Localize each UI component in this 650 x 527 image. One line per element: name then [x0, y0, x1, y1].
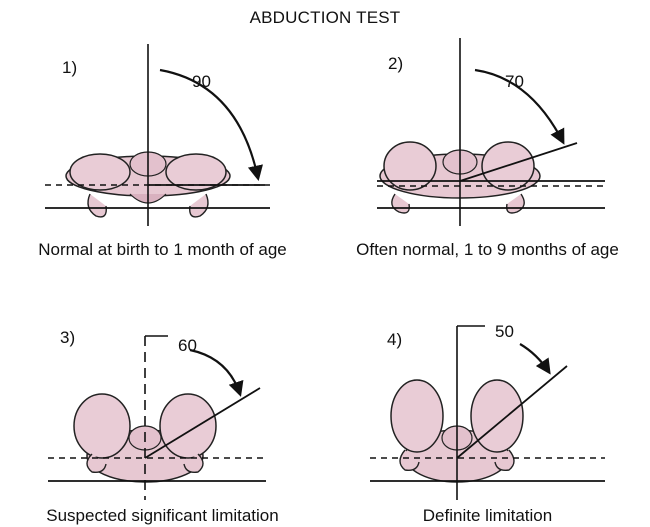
panel-caption: Often normal, 1 to 9 months of age — [325, 240, 650, 260]
angle-value: 90 — [192, 72, 211, 92]
panel-number: 1) — [62, 58, 77, 78]
angle-value: 70 — [505, 72, 524, 92]
panel-1: 1) 90 Normal at birth to 1 month of age — [0, 26, 325, 276]
panel-caption: Normal at birth to 1 month of age — [0, 240, 325, 260]
diagram-title: ABDUCTION TEST — [0, 8, 650, 28]
angle-value: 60 — [178, 336, 197, 356]
panel-number: 3) — [60, 328, 75, 348]
angle-value: 50 — [495, 322, 514, 342]
panel-4: 4) 50 Definite limitation — [325, 276, 650, 526]
panel-1-illustration — [0, 26, 325, 276]
angle-arc-arrow — [190, 350, 240, 394]
panel-caption: Definite limitation — [325, 506, 650, 526]
panel-4-illustration — [325, 276, 650, 526]
angle-arc-arrow — [520, 344, 549, 372]
panel-number: 4) — [387, 330, 402, 350]
panel-number: 2) — [388, 54, 403, 74]
panel-2-illustration — [325, 26, 650, 276]
panel-caption: Suspected significant limitation — [0, 506, 325, 526]
panel-2: 2) 70 Often normal, 1 to 9 months of age — [325, 26, 650, 276]
panel-3: 3) 60 Suspected significant limitation — [0, 276, 325, 526]
panel-3-illustration — [0, 276, 325, 526]
